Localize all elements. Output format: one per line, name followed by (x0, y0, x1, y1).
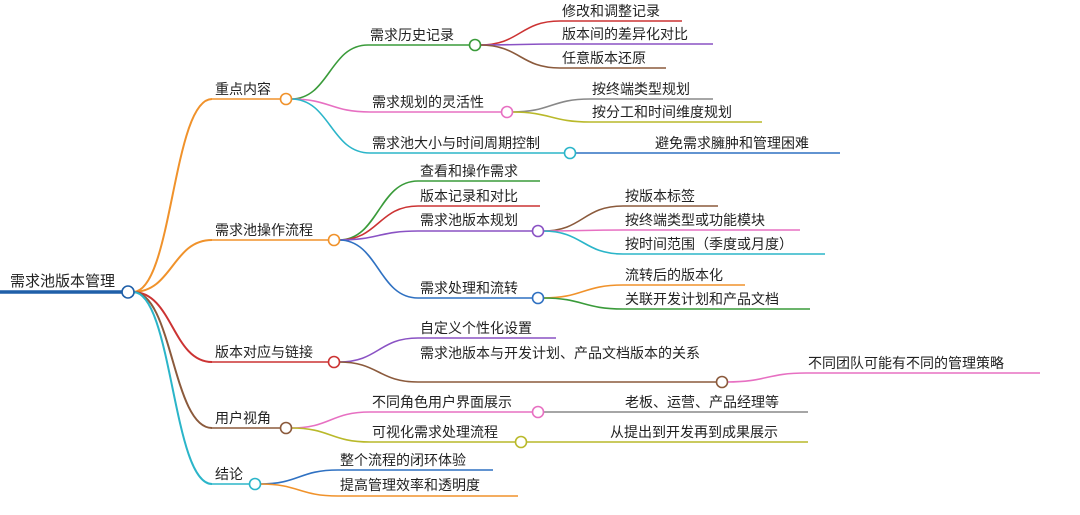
link-root-1 (132, 239, 213, 293)
link-1.3.1 (542, 297, 624, 310)
branch-key-content: 重点内容 (215, 82, 271, 98)
node-closed-loop: 整个流程的闭环体验 (340, 453, 466, 469)
link-0.1.1 (511, 111, 591, 123)
node-pool-size: 需求池大小与时间周期控制 (372, 136, 540, 152)
node-version-plan: 需求池版本规划 (420, 213, 518, 229)
knot-3.1 (514, 435, 528, 449)
knot-2.1 (715, 375, 729, 389)
leaf-diff-compare: 版本间的差异化对比 (562, 27, 688, 43)
link-3.1 (290, 427, 371, 443)
link-1.3 (338, 239, 419, 299)
node-visual-flow: 可视化需求处理流程 (372, 425, 498, 441)
knot-0.0 (468, 38, 482, 52)
branch-operation-flow: 需求池操作流程 (215, 223, 313, 239)
knot-1.3 (531, 291, 545, 305)
link-root-2 (132, 291, 213, 363)
knot-3.0 (531, 405, 545, 419)
leaf-by-time-range: 按时间范围（季度或月度） (625, 237, 793, 253)
link-root-4 (132, 291, 213, 485)
leaf-restore: 任意版本还原 (562, 51, 646, 67)
link-0.0.2 (479, 44, 561, 69)
leaf-by-terminal: 按终端类型规划 (592, 82, 690, 98)
knot-1 (327, 233, 341, 247)
link-4.1 (259, 483, 339, 497)
node-history: 需求历史记录 (370, 28, 454, 44)
leaf-by-role-time: 按分工和时间维度规划 (592, 105, 732, 121)
knot-4 (248, 477, 262, 491)
link-0.0 (290, 44, 369, 100)
branch-user-view: 用户视角 (215, 411, 271, 427)
knot-2 (327, 355, 341, 369)
knot-0.2 (563, 146, 577, 160)
link-2.0 (338, 337, 419, 363)
node-process-flow: 需求处理和流转 (420, 281, 518, 297)
branch-version-link: 版本对应与链接 (215, 345, 313, 361)
branch-conclusion: 结论 (215, 467, 243, 483)
knot-0.1 (500, 105, 514, 119)
leaf-roles: 老板、运营、产品经理等 (625, 395, 779, 411)
leaf-modify-record: 修改和调整记录 (562, 4, 660, 20)
leaf-versioned-flow: 流转后的版本化 (625, 268, 723, 284)
node-flexibility: 需求规划的灵活性 (372, 95, 484, 111)
leaf-avoid-bloat: 避免需求臃肿和管理困难 (655, 136, 809, 152)
link-root-0 (132, 98, 213, 293)
node-version-relation: 需求池版本与开发计划、产品文档版本的关系 (420, 346, 700, 362)
link-1.2.0 (542, 205, 624, 232)
knot-3 (279, 421, 293, 435)
node-view-ops: 查看和操作需求 (420, 164, 518, 180)
link-0.2 (290, 98, 371, 154)
knot-0 (279, 92, 293, 106)
knot-root (121, 285, 135, 299)
leaf-by-tag: 按版本标签 (625, 189, 695, 205)
link-2.1 (338, 361, 419, 383)
link-1.0 (338, 180, 419, 241)
link-2.1.0 (726, 372, 807, 383)
link-root-3 (132, 291, 213, 429)
link-0.1.0 (511, 98, 591, 113)
link-3.0 (290, 411, 371, 429)
node-efficiency: 提高管理效率和透明度 (340, 478, 480, 494)
node-custom-settings: 自定义个性化设置 (420, 321, 532, 337)
link-1.2 (338, 230, 419, 241)
node-role-ui: 不同角色用户界面展示 (372, 395, 512, 411)
node-record-compare: 版本记录和对比 (420, 189, 518, 205)
leaf-team-strategy: 不同团队可能有不同的管理策略 (808, 356, 1004, 372)
link-0.0.0 (479, 20, 561, 46)
link-1.3.0 (542, 284, 624, 299)
link-4.0 (259, 469, 339, 485)
leaf-by-module: 按终端类型或功能模块 (625, 213, 765, 229)
root-label: 需求池版本管理 (10, 272, 116, 290)
leaf-propose-to-result: 从提出到开发再到成果展示 (610, 425, 778, 441)
leaf-link-docs: 关联开发计划和产品文档 (625, 292, 779, 308)
link-0.1 (290, 98, 371, 113)
link-1.2.2 (542, 230, 624, 255)
knot-1.2 (531, 224, 545, 238)
